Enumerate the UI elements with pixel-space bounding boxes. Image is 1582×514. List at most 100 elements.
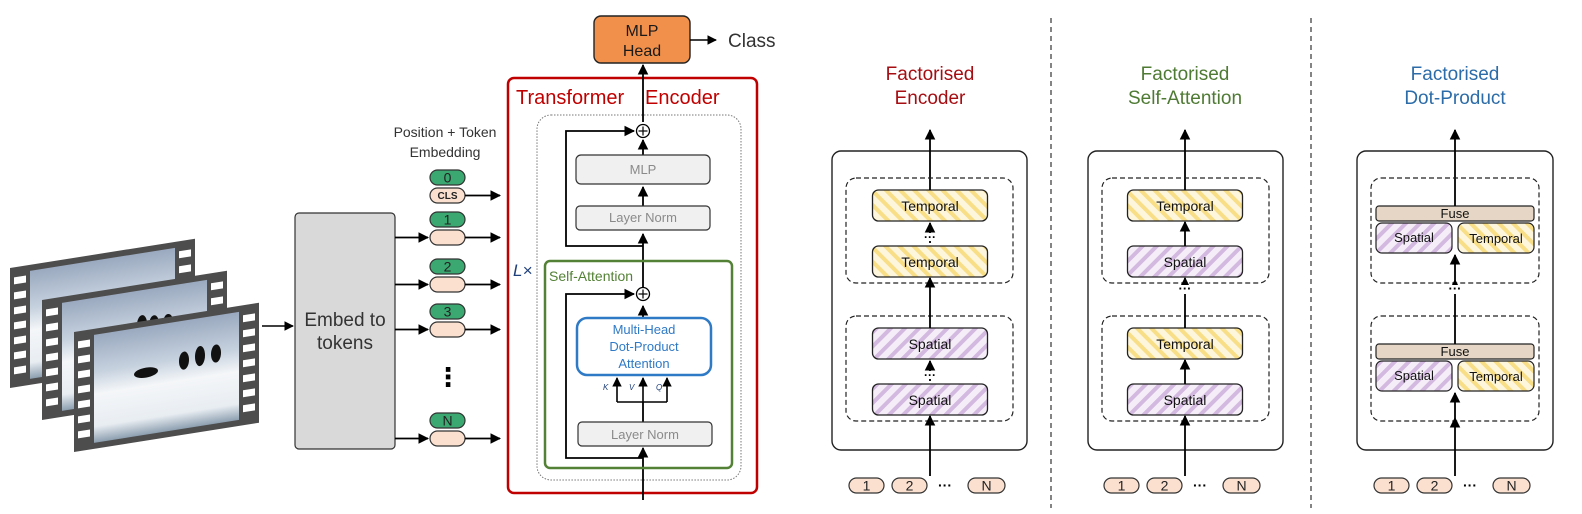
fuse-block: Fuse <box>1375 343 1535 360</box>
input-token-pill: 1 <box>1103 477 1140 494</box>
spatial-block: Spatial <box>1126 245 1244 278</box>
position-embedding-pill-label: 0 <box>444 170 452 186</box>
encoder-title-part1: Transformer <box>516 87 625 109</box>
position-embedding-pill: 3 <box>429 303 466 320</box>
embed-label-line1: Embed to <box>304 310 385 331</box>
add-icon <box>635 286 651 302</box>
repeat-dots: ··· <box>924 230 936 244</box>
temporal-block: Temporal <box>1457 360 1535 392</box>
position-embedding-pill-label: 1 <box>444 212 452 228</box>
attention-line3: Attention <box>618 356 669 371</box>
fuse-label: Fuse <box>1441 344 1470 359</box>
token-pill <box>429 276 466 293</box>
token-ellipsis: ··· <box>938 477 952 493</box>
temporal-label: Temporal <box>1156 336 1214 352</box>
position-embedding-pill-label: 3 <box>444 304 452 320</box>
input-token-pill-label: 2 <box>1161 478 1169 494</box>
layer-norm-top-label: Layer Norm <box>609 210 677 225</box>
query-label: Q <box>656 383 662 392</box>
attention-line1: Multi-Head <box>613 322 676 337</box>
attention-line2: Dot-Product <box>609 339 679 354</box>
spatial-label: Spatial <box>1394 230 1434 245</box>
input-token-pill-label: 2 <box>906 478 914 494</box>
input-token-pill-label: N <box>1506 478 1516 494</box>
spatial-block: Spatial <box>1375 360 1453 392</box>
temporal-block: Temporal <box>1457 222 1535 254</box>
temporal-label: Temporal <box>1469 231 1523 246</box>
spatial-block: Spatial <box>871 327 989 360</box>
panel-title-line2: Self-Attention <box>1128 88 1242 109</box>
position-embedding-pill-label: N <box>442 413 452 429</box>
input-token-pill-label: N <box>1236 478 1246 494</box>
input-token-pill-label: 2 <box>1431 478 1439 494</box>
embed-to-tokens-block: Embed to tokens <box>294 212 396 450</box>
layer-norm-top <box>575 205 711 231</box>
spatial-label: Spatial <box>1164 254 1207 270</box>
input-token-pill: N <box>1492 477 1531 494</box>
value-label: V <box>629 383 635 392</box>
token-pill <box>429 229 466 246</box>
transformer-encoder: Transformer Encoder L× MLP Layer Norm Se… <box>506 63 759 500</box>
mlp-head-block: MLP Head <box>593 15 691 64</box>
temporal-label: Temporal <box>1469 369 1523 384</box>
spatial-label: Spatial <box>1164 392 1207 408</box>
spatial-label: Spatial <box>909 392 952 408</box>
embed-label-line2: tokens <box>317 333 373 354</box>
video-frames <box>10 238 259 452</box>
encoder-title-part2: Encoder <box>645 87 720 109</box>
token-pill-label: CLS <box>438 191 458 202</box>
mlp-head-line1: MLP <box>626 23 659 40</box>
layer-norm-bottom-label: Layer Norm <box>611 427 679 442</box>
mlp-head-line2: Head <box>623 43 661 60</box>
input-token-pill: 1 <box>1373 477 1410 494</box>
input-token-pill: 2 <box>1416 477 1453 494</box>
spatial-label: Spatial <box>1394 368 1434 383</box>
panel-title-line1: Factorised <box>886 64 975 85</box>
token-pill: CLS <box>429 187 466 204</box>
input-token-pill: 2 <box>1146 477 1183 494</box>
input-token-pill: N <box>967 477 1006 494</box>
repeat-dots: ··· <box>1179 281 1192 296</box>
film-strip-icon <box>74 302 259 452</box>
fuse-block: Fuse <box>1375 205 1535 222</box>
input-token-pill: 2 <box>891 477 928 494</box>
token-pair-3: 3 <box>395 303 502 338</box>
token-ellipsis: ··· <box>1193 477 1207 493</box>
input-token-pill: 1 <box>848 477 885 494</box>
input-token-pill-label: 1 <box>1118 478 1126 494</box>
input-token-pill: N <box>1222 477 1261 494</box>
token-pair-1: 1 <box>395 211 502 246</box>
class-label: Class <box>728 31 776 52</box>
multi-head-attention-block <box>575 316 713 377</box>
panel-title-line1: Factorised <box>1141 64 1230 85</box>
mlp-block <box>575 154 711 185</box>
position-embedding-label-line2: Embedding <box>410 144 481 160</box>
spatial-block: Spatial <box>871 383 989 416</box>
add-icon <box>635 123 651 139</box>
temporal-label: Temporal <box>901 254 959 270</box>
token-ellipsis: ⋮ <box>435 362 461 392</box>
position-embedding-label-line1: Position + Token <box>394 124 497 140</box>
token-pair-2: 2 <box>395 258 502 293</box>
fuse-label: Fuse <box>1441 206 1470 221</box>
token-ellipsis: ··· <box>1463 477 1477 493</box>
panel-title-line1: Factorised <box>1411 64 1500 85</box>
temporal-label: Temporal <box>901 198 959 214</box>
temporal-block: Temporal <box>871 245 989 278</box>
spatial-block: Spatial <box>1126 383 1244 416</box>
repeat-dots: ··· <box>924 368 936 382</box>
temporal-block: Temporal <box>871 189 989 222</box>
spatial-block: Spatial <box>1375 222 1453 254</box>
position-embedding-pill: 0 <box>429 169 466 186</box>
repeat-l-times-label: L× <box>513 261 532 280</box>
temporal-label: Temporal <box>1156 198 1214 214</box>
spatial-label: Spatial <box>909 336 952 352</box>
self-attention-block <box>543 259 734 470</box>
panel-title-line2: Encoder <box>895 88 966 109</box>
